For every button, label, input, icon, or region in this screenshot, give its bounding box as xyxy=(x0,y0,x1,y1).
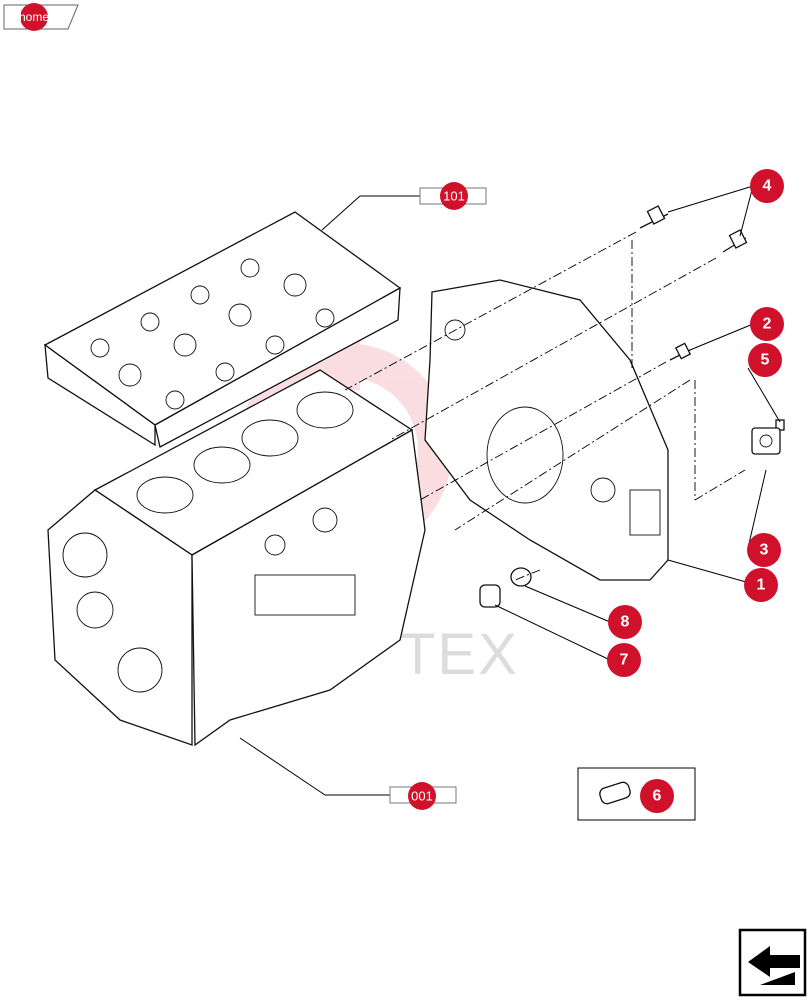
callout-badge-5[interactable]: 5 xyxy=(748,343,782,377)
svg-text:8: 8 xyxy=(621,614,630,631)
svg-text:4: 4 xyxy=(763,178,772,195)
svg-text:3: 3 xyxy=(760,542,769,559)
callout-badge-7[interactable]: 7 xyxy=(607,643,641,677)
callout-badge-4[interactable]: 4 xyxy=(750,169,784,203)
callout-badge-8[interactable]: 8 xyxy=(608,605,642,639)
return-arrow-icon xyxy=(748,946,800,985)
flywheel-housing-drawing xyxy=(424,279,669,581)
cylinder-head-drawing xyxy=(43,211,402,448)
washer-8-drawing xyxy=(510,567,532,587)
cover-plate-3-drawing xyxy=(751,427,781,455)
ref-tag-engine-block[interactable]: 001 xyxy=(389,782,457,810)
ref-label-101: 101 xyxy=(443,189,465,204)
engine-block-drawing xyxy=(47,369,426,747)
leader-lines xyxy=(239,185,781,796)
svg-text:1: 1 xyxy=(757,577,766,594)
bolt-4a-drawing xyxy=(639,205,669,229)
watermark-text: TEX xyxy=(400,622,519,687)
svg-text:2: 2 xyxy=(763,316,772,333)
ref-tag-cylinder-head[interactable]: 101 xyxy=(419,182,487,210)
callout-badge-1[interactable]: 1 xyxy=(744,568,778,602)
callout-badge-2[interactable]: 2 xyxy=(750,307,784,341)
home-button[interactable]: home xyxy=(3,3,79,31)
callout-badge-3[interactable]: 3 xyxy=(747,533,781,567)
plug-7-drawing xyxy=(479,584,501,608)
return-arrow-button[interactable] xyxy=(738,928,807,997)
detail-box-6 xyxy=(577,767,696,821)
ref-label-001: 001 xyxy=(411,789,433,804)
home-label: home xyxy=(19,10,49,24)
bolt-2-drawing xyxy=(669,342,692,361)
svg-text:5: 5 xyxy=(761,352,770,369)
callout-badge-6[interactable]: 6 xyxy=(640,779,674,813)
svg-text:7: 7 xyxy=(620,652,629,669)
assembly-lines xyxy=(344,231,746,581)
bolt-4b-drawing xyxy=(722,229,748,253)
svg-text:6: 6 xyxy=(653,788,662,805)
